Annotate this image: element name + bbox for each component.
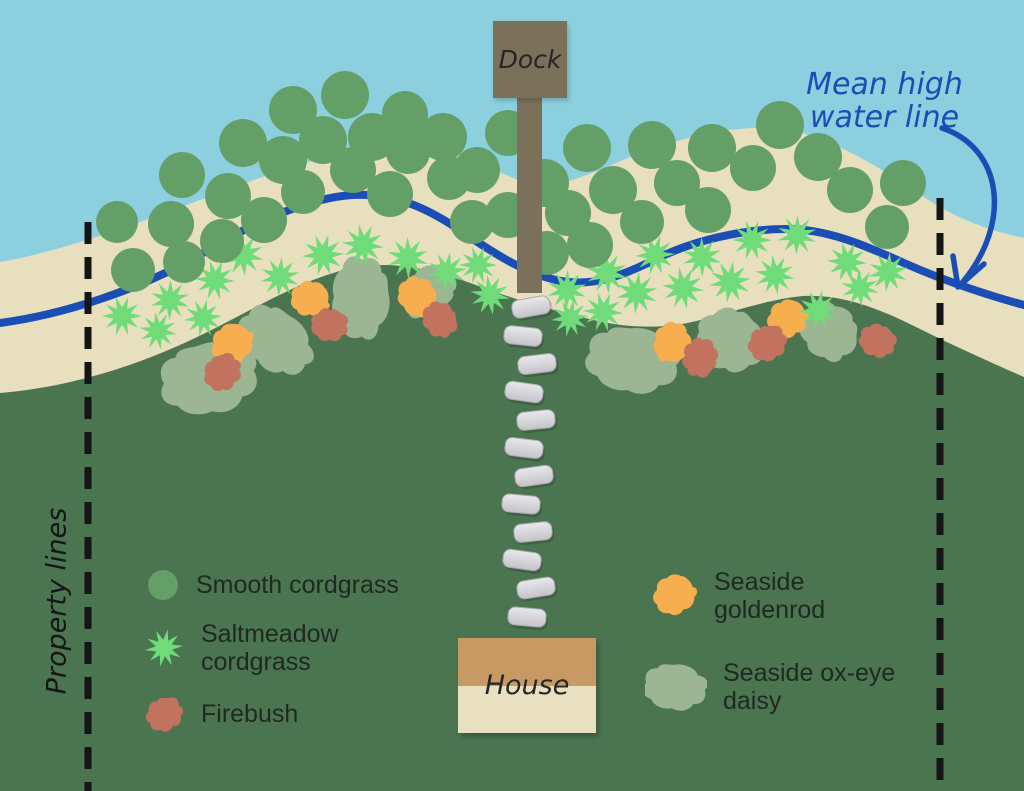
saltmeadow-cordgrass-plants [102,215,908,350]
mean-high-water-label-line2: water line [809,100,960,135]
legend-label-seaside-goldenrod: Seaside goldenrod [714,568,826,624]
legend-label-saltmeadow-cordgrass: Saltmeadow cordgrass [201,620,339,676]
legend-item-smooth-cordgrass: Smooth cordgrass [146,568,399,602]
dock-structure: Dock [493,21,567,98]
property-lines-label: Property lines [41,507,73,695]
legend-item-saltmeadow-cordgrass: Saltmeadow cordgrass [143,620,381,676]
legend-label-seaside-oxeye-daisy: Seaside ox-eye daisy [723,659,896,715]
saltmeadow-cordgrass-swatch [145,629,183,667]
smooth-cordgrass-swatch [148,570,178,600]
house-label: House [484,670,570,701]
legend-label-smooth-cordgrass: Smooth cordgrass [196,571,399,599]
legend-item-firebush: Firebush [145,694,298,734]
legend-item-seaside-goldenrod: Seaside goldenrod [652,568,864,624]
firebush-swatch [145,694,185,734]
dock-pier [517,95,542,293]
lawn-region [0,265,1024,791]
legend-label-firebush: Firebush [201,700,299,728]
house-base [458,686,596,733]
house-roof [458,638,596,686]
seaside-goldenrod-swatch [652,573,698,619]
seaside-oxeye-daisy-swatch [645,661,707,713]
arrowhead-icon [950,253,987,290]
house-structure: House [458,638,596,733]
dock-label: Dock [498,45,562,74]
legend-item-seaside-oxeye-daisy: Seaside ox-eye daisy [645,659,938,715]
stepping-stone-path [501,295,559,631]
mean-high-water-label-line1: Mean high [806,67,963,102]
mean-high-water-label: Mean high water line [792,68,977,134]
mean-high-water-arrow [939,125,998,290]
